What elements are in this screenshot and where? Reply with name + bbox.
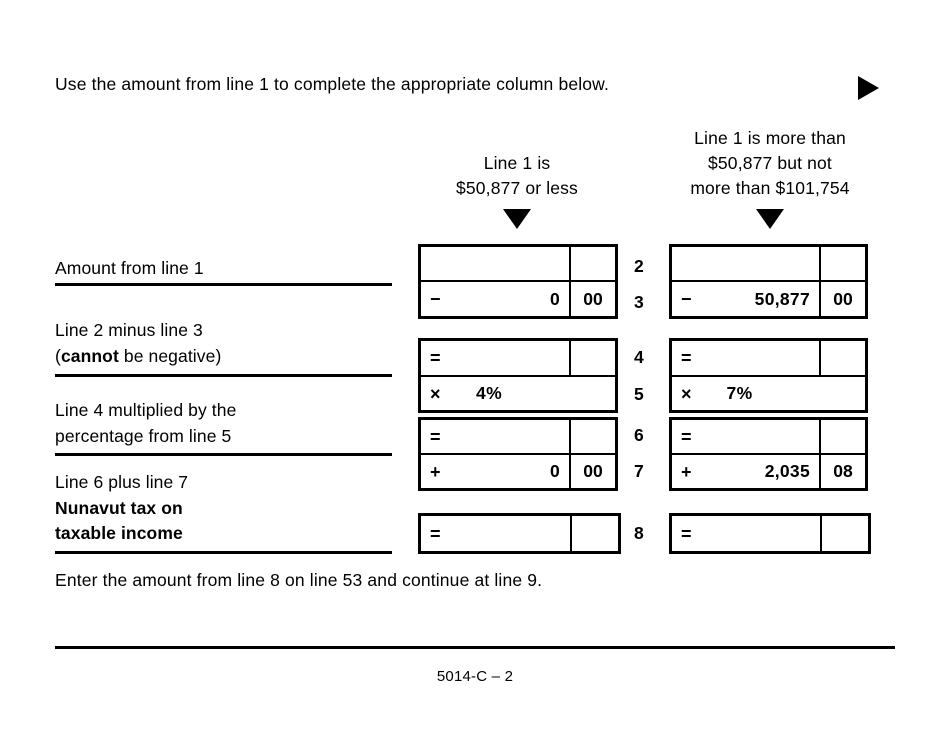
amount-box-group-col2-lines-4-5: = × 7% (669, 338, 868, 413)
column-header-2-line-3: more than $101,754 (690, 178, 850, 198)
operator-col2-line-5: × (681, 383, 692, 404)
cents-cell-col1-line-8[interactable] (570, 516, 618, 551)
page-code: 5014-C – 2 (436, 668, 514, 685)
amount-row-col1-line-4[interactable]: = (421, 341, 615, 375)
line-number-4: 4 (634, 347, 644, 367)
line-number-8: 8 (634, 523, 644, 543)
value-col1-line-7: 0 (549, 461, 560, 481)
cents-cell-col1-line-2[interactable] (569, 247, 615, 280)
line-number-6: 6 (634, 425, 644, 445)
down-triangle-icon-column-1 (503, 209, 531, 229)
value-col2-line-5: 7% (726, 383, 753, 403)
operator-col1-line-3: − (430, 289, 441, 309)
amount-row-col2-line-8[interactable]: = (672, 516, 868, 551)
operator-col2-line-3: − (681, 289, 692, 309)
label-line2-minus-line3: Line 2 minus line 3 (cannot be negative) (55, 318, 221, 369)
operator-col1-line-5: × (430, 383, 441, 404)
amount-row-col1-line-3[interactable]: − 0 00 (421, 280, 615, 316)
dollars-cell-col1-line-7[interactable]: + 0 (421, 455, 569, 488)
column-header-2-line-1: Line 1 is more than (694, 128, 846, 148)
column-header-1-line-2: $50,877 or less (456, 178, 578, 198)
cents-cell-col2-line-8[interactable] (820, 516, 868, 551)
label-amount-from-line-1: Amount from line 1 (55, 258, 204, 278)
dollars-cell-col2-line-8[interactable]: = (672, 516, 820, 551)
dollars-cell-col1-line-2[interactable] (421, 247, 569, 280)
column-header-1: Line 1 is $50,877 or less (408, 151, 626, 201)
operator-col2-line-4: = (681, 348, 692, 368)
line-number-5: 5 (634, 384, 644, 404)
down-triangle-icon-column-2 (756, 209, 784, 229)
line-number-3: 3 (634, 292, 644, 312)
operator-col1-line-7: + (430, 461, 441, 482)
operator-col1-line-4: = (430, 348, 441, 368)
column-header-1-line-1: Line 1 is (483, 153, 551, 173)
label-divider-2 (55, 374, 392, 377)
amount-row-col2-line-3[interactable]: − 50,877 00 (672, 280, 865, 316)
intro-instruction: Use the amount from line 1 to complete t… (55, 74, 609, 94)
dollars-cell-col1-line-8[interactable]: = (421, 516, 570, 551)
cents-cell-col2-line-2[interactable] (819, 247, 865, 280)
percent-row-col2-line-5[interactable]: × 7% (672, 375, 865, 410)
line-number-2: 2 (634, 256, 644, 276)
dollars-cell-col2-line-4[interactable]: = (672, 341, 819, 375)
value-col1-line-5: 4% (476, 383, 502, 403)
amount-box-group-col1-line-8: = (418, 513, 621, 554)
amount-box-group-col2-lines-2-3: − 50,877 00 (669, 244, 868, 319)
amount-row-col1-line-2[interactable] (421, 247, 615, 280)
value-col2-line-7: 2,035 (764, 461, 810, 481)
label-line6-plus-line7: Line 6 plus line 7 Nunavut tax on taxabl… (55, 472, 189, 543)
amount-box-group-col2-lines-6-7: = + 2,035 08 (669, 417, 868, 491)
amount-box-group-col2-line-8: = (669, 513, 871, 554)
label-divider-1 (55, 283, 392, 286)
column-header-2-line-2: $50,877 but not (708, 153, 832, 173)
operator-col1-line-6: = (430, 426, 441, 447)
dollars-cell-col2-line-3[interactable]: − 50,877 (672, 282, 819, 316)
amount-row-col2-line-2[interactable] (672, 247, 865, 280)
dollars-cell-col2-line-6[interactable]: = (672, 420, 819, 453)
amount-box-group-col1-lines-2-3: − 0 00 (418, 244, 618, 319)
percent-cell-col1-line-5[interactable]: × 4% (421, 377, 615, 410)
label-cannot-be-negative: (cannot be negative) (55, 345, 222, 366)
right-triangle-icon (858, 76, 879, 100)
dollars-cell-col2-line-2[interactable] (672, 247, 819, 280)
cents-cell-col2-line-3[interactable]: 00 (819, 282, 865, 316)
label-line4-multiplied: Line 4 multiplied by the percentage from… (55, 400, 237, 446)
percent-row-col1-line-5[interactable]: × 4% (421, 375, 615, 410)
amount-box-group-col1-lines-6-7: = + 0 00 (418, 417, 618, 491)
amount-row-col1-line-8[interactable]: = (421, 516, 618, 551)
amount-row-col1-line-7[interactable]: + 0 00 (421, 453, 615, 488)
amount-row-col2-line-7[interactable]: + 2,035 08 (672, 453, 865, 488)
amount-row-col2-line-4[interactable]: = (672, 341, 865, 375)
label-divider-3 (55, 453, 392, 456)
amount-row-col1-line-6[interactable]: = (421, 420, 615, 453)
percent-cell-col2-line-5[interactable]: × 7% (672, 377, 865, 410)
operator-col2-line-7: + (681, 461, 692, 482)
cents-cell-col2-line-4[interactable] (819, 341, 865, 375)
cents-cell-col2-line-6[interactable] (819, 420, 865, 453)
operator-col2-line-8: = (681, 523, 692, 544)
label-divider-4 (55, 551, 392, 554)
footer-divider (55, 646, 895, 649)
dollars-cell-col1-line-6[interactable]: = (421, 420, 569, 453)
column-header-2: Line 1 is more than $50,877 but not more… (640, 126, 900, 201)
dollars-cell-col1-line-4[interactable]: = (421, 341, 569, 375)
dollars-cell-col2-line-7[interactable]: + 2,035 (672, 455, 819, 488)
operator-col1-line-8: = (430, 523, 441, 544)
amount-box-group-col1-lines-4-5: = × 4% (418, 338, 618, 413)
cents-cell-col2-line-7[interactable]: 08 (819, 455, 865, 488)
line-number-7: 7 (634, 461, 644, 481)
cents-cell-col1-line-4[interactable] (569, 341, 615, 375)
cents-cell-col1-line-6[interactable] (569, 420, 615, 453)
dollars-cell-col1-line-3[interactable]: − 0 (421, 282, 569, 316)
enter-amount-note: Enter the amount from line 8 on line 53 … (55, 570, 543, 590)
value-col1-line-3: 0 (549, 288, 560, 309)
value-col2-line-3: 50,877 (754, 288, 810, 309)
operator-col2-line-6: = (681, 426, 692, 447)
cents-cell-col1-line-3[interactable]: 00 (569, 282, 615, 316)
cents-cell-col1-line-7[interactable]: 00 (569, 455, 615, 488)
amount-row-col2-line-6[interactable]: = (672, 420, 865, 453)
